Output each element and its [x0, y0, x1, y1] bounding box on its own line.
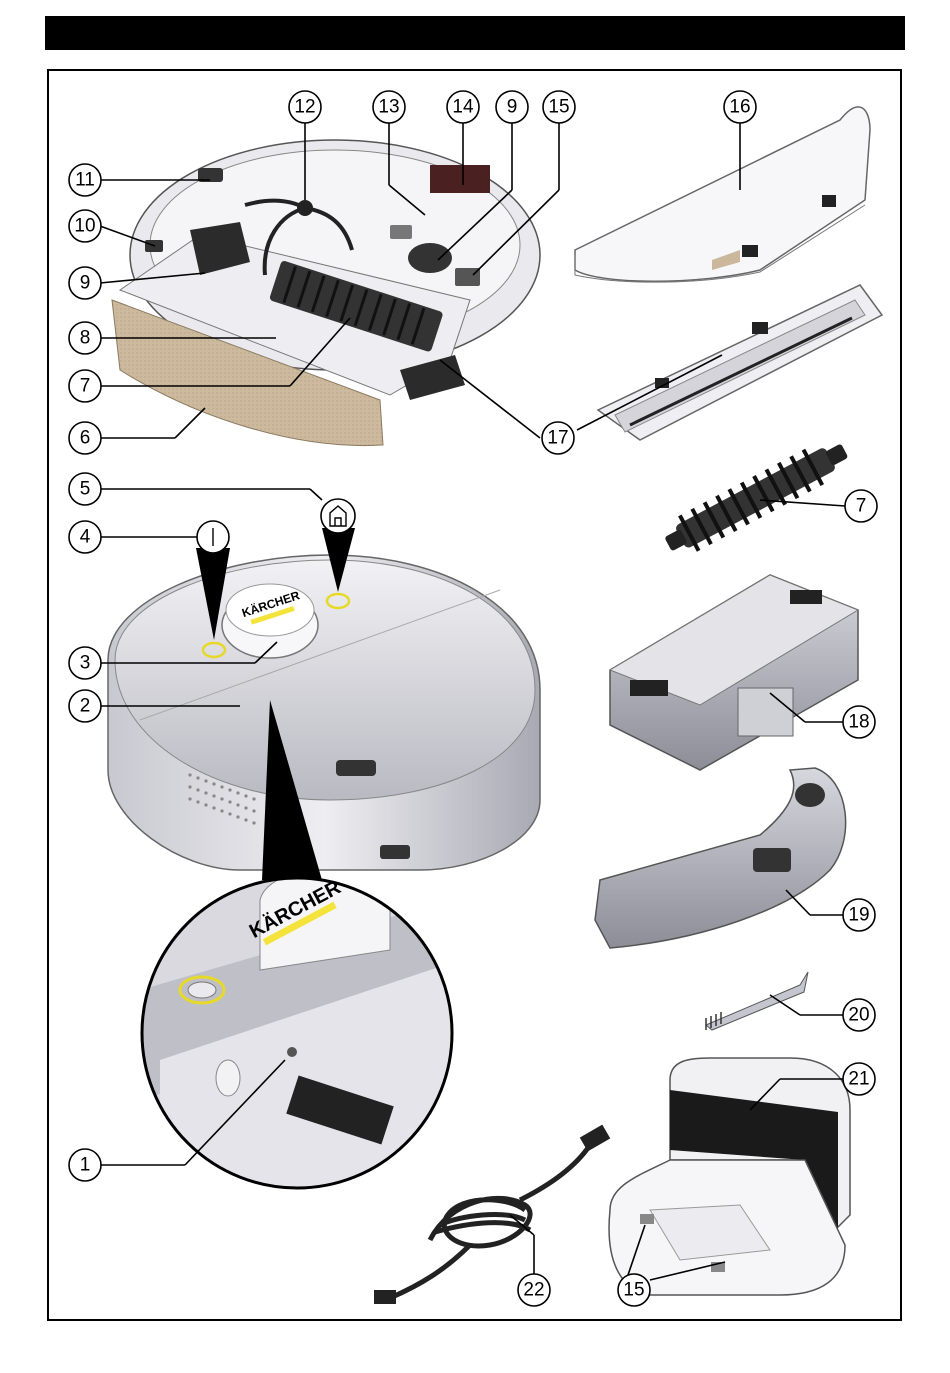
svg-text:1: 1 — [80, 1155, 91, 1176]
svg-text:7: 7 — [856, 496, 867, 517]
callout-7-upper: 7 — [69, 370, 101, 402]
svg-text:9: 9 — [80, 273, 91, 294]
callout-1: 1 — [69, 1149, 101, 1181]
callout-20: 20 — [843, 999, 875, 1031]
svg-text:5: 5 — [80, 479, 91, 500]
svg-text:13: 13 — [378, 97, 399, 118]
callout-17: 17 — [542, 422, 574, 454]
svg-text:15: 15 — [548, 97, 569, 118]
callout-5: 5 — [69, 473, 101, 505]
bumper-sensor — [336, 760, 376, 776]
svg-text:22: 22 — [523, 1280, 544, 1301]
svg-text:17: 17 — [547, 428, 568, 449]
svg-text:16: 16 — [729, 97, 750, 118]
svg-text:7: 7 — [80, 376, 91, 397]
svg-text:11: 11 — [75, 170, 95, 191]
callout-9-lower: 9 — [69, 267, 101, 299]
callout-9-upper: 9 — [496, 91, 528, 123]
callout-4: 4 — [69, 521, 101, 553]
power-cable — [374, 1125, 610, 1304]
svg-text:18: 18 — [848, 712, 869, 733]
callout-15-upper: 15 — [543, 91, 575, 123]
callout-22: 22 — [518, 1274, 550, 1306]
callout-6: 6 — [69, 422, 101, 454]
callout-2: 2 — [69, 690, 101, 722]
svg-text:15: 15 — [623, 1280, 644, 1301]
svg-text:9: 9 — [507, 97, 518, 118]
callout-16: 16 — [724, 91, 756, 123]
sensor-window — [430, 165, 490, 193]
svg-text:3: 3 — [80, 653, 91, 674]
water-tank — [595, 768, 846, 948]
svg-text:2: 2 — [80, 696, 91, 717]
robot-top: KÄRCHER — [108, 555, 540, 870]
cleaning-tool — [706, 972, 808, 1030]
docking-station — [609, 1058, 850, 1295]
brush-cover — [598, 285, 882, 440]
callout-21: 21 — [843, 1063, 875, 1095]
svg-text:12: 12 — [294, 97, 315, 118]
main-brush-detached — [659, 433, 854, 562]
svg-text:8: 8 — [80, 328, 91, 349]
callout-19: 19 — [843, 899, 875, 931]
callout-12: 12 — [289, 91, 321, 123]
callout-15-lower: 15 — [618, 1274, 650, 1306]
swivel-wheel — [408, 243, 452, 273]
svg-text:6: 6 — [80, 428, 91, 449]
callout-11: 11 — [69, 164, 101, 196]
callout-8: 8 — [69, 322, 101, 354]
callout-7-lower: 7 — [845, 490, 877, 522]
svg-text:4: 4 — [80, 527, 91, 548]
svg-text:14: 14 — [452, 97, 474, 118]
svg-text:10: 10 — [74, 216, 95, 237]
svg-text:19: 19 — [848, 905, 869, 926]
callout-18: 18 — [843, 706, 875, 738]
callout-13: 13 — [373, 91, 405, 123]
mop-holder — [575, 107, 870, 282]
reset-hole — [287, 1047, 297, 1057]
robot-underside — [112, 140, 540, 446]
svg-text:20: 20 — [848, 1005, 869, 1026]
detail-zoom: KÄRCHER — [140, 870, 460, 1200]
callout-14: 14 — [447, 91, 479, 123]
callout-10: 10 — [69, 210, 101, 242]
svg-text:21: 21 — [848, 1069, 869, 1090]
dust-container — [610, 575, 858, 770]
callout-3: 3 — [69, 647, 101, 679]
